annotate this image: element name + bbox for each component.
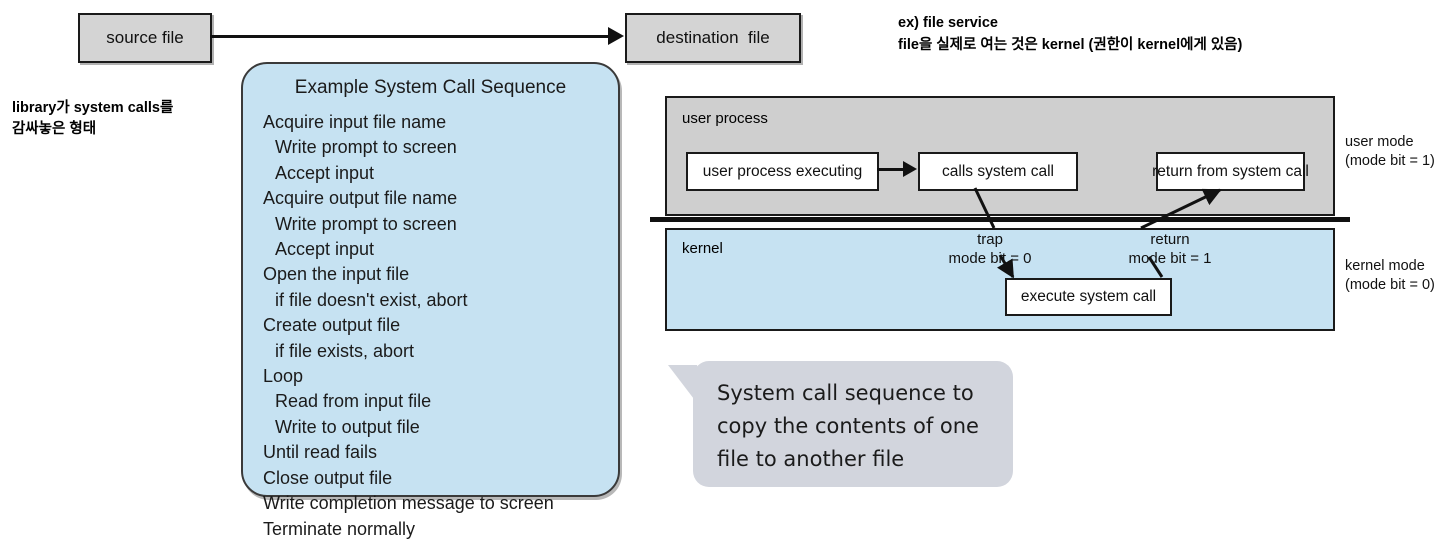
kernel-mode-label-line-1: kernel mode [1345, 258, 1425, 274]
kernel-panel-label: kernel [682, 240, 723, 257]
sequence-line: Write prompt to screen [275, 137, 457, 158]
source-file-label: source file [106, 28, 184, 47]
sequence-line: Accept input [275, 239, 375, 260]
user-mode-side-label: user mode (mode bit = 1) [1345, 133, 1435, 171]
sequence-line: Until read fails [263, 442, 378, 463]
source-to-destination-arrow-line [210, 35, 615, 38]
sequence-line: Write to output file [275, 416, 420, 437]
sequence-line: if file doesn't exist, abort [275, 289, 468, 310]
return-from-system-call-box: return from system call [1152, 152, 1309, 191]
left-annotation-line-1: library가 system calls를 [12, 100, 174, 116]
sequence-line: Write completion message to screen [263, 493, 554, 514]
callout-tail [668, 365, 697, 403]
calls-system-call-box: calls system call [918, 152, 1078, 191]
callout-line: copy the contents of one [717, 414, 979, 438]
right-arrow-icon [608, 27, 624, 45]
sequence-line: Acquire input file name [263, 112, 447, 132]
sequence-line: Create output file [263, 315, 401, 336]
execute-system-call-label: execute system call [1020, 288, 1157, 305]
sequence-panel-title: Example System Call Sequence [294, 77, 567, 98]
kernel-mode-side-label: kernel mode (mode bit = 0) [1345, 257, 1435, 295]
sequence-line: Read from input file [275, 391, 432, 412]
calls-system-call-label: calls system call [942, 162, 1054, 180]
kernel-panel [665, 228, 1335, 331]
source-file-box: source file [78, 13, 212, 63]
user-mode-label-line-1: user mode [1345, 134, 1414, 150]
return-caption-line-1: return [1150, 231, 1190, 248]
callout-line: file to another file [717, 447, 905, 471]
right-annotation: ex) file service file을 실제로 여는 것은 kernel … [898, 12, 1438, 56]
return-caption-line-2: mode bit = 1 [1128, 250, 1212, 267]
return-from-system-call-label: return from system call [1152, 162, 1309, 180]
sequence-line: Open the input file [263, 264, 410, 285]
sequence-line: Close output file [263, 467, 393, 488]
callout-line: System call sequence to [717, 381, 974, 405]
system-call-sequence-panel: Example System Call Sequence Acquire inp… [241, 62, 620, 539]
trap-caption-line-2: mode bit = 0 [948, 250, 1032, 267]
sequence-line: Write prompt to screen [275, 213, 457, 234]
user-process-executing-box: user process executing [686, 152, 879, 191]
sequence-line: if file exists, abort [275, 340, 415, 361]
executing-to-calls-arrow-line [877, 168, 907, 171]
kernel-mode-label-line-2: (mode bit = 0) [1345, 277, 1435, 293]
user-process-executing-label: user process executing [702, 162, 863, 180]
sequence-line: Acquire output file name [263, 188, 458, 209]
execute-system-call-box: execute system call [1005, 278, 1172, 316]
sequence-line: Loop [263, 366, 304, 387]
trap-caption: trap mode bit = 0 [930, 230, 1050, 268]
left-annotation-line-2: 감싸놓은 형태 [12, 121, 97, 137]
user-process-panel-label: user process [682, 110, 768, 127]
right-annotation-line-2: file을 실제로 여는 것은 kernel (권한이 kernel에게 있음) [898, 37, 1243, 53]
right-annotation-line-1: ex) file service [898, 15, 998, 31]
sequence-line: Terminate normally [263, 518, 416, 539]
user-mode-label-line-2: (mode bit = 1) [1345, 153, 1435, 169]
right-arrow-icon [903, 161, 917, 177]
sequence-list: Acquire input file name Write prompt to … [263, 110, 610, 542]
destination-file-label: destination file [656, 28, 770, 47]
callout-text: System call sequence to copy the content… [717, 377, 999, 476]
left-annotation: library가 system calls를 감싸놓은 형태 [12, 98, 242, 140]
trap-caption-line-1: trap [977, 231, 1003, 248]
destination-file-box: destination file [625, 13, 801, 63]
return-caption: return mode bit = 1 [1100, 230, 1240, 268]
mode-divider-line [650, 217, 1350, 222]
callout-bubble: System call sequence to copy the content… [693, 361, 1013, 487]
sequence-line: Accept input [275, 162, 375, 183]
